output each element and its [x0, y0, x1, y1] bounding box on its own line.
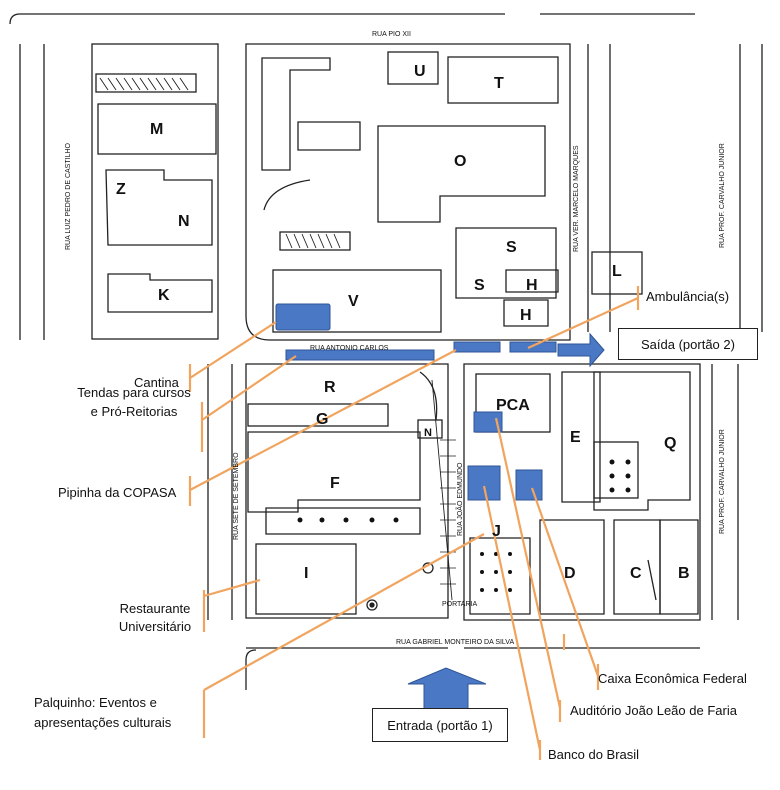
building-d: D: [564, 565, 576, 582]
building-h2: H: [520, 307, 532, 324]
label-cantina: Cantina: [134, 375, 179, 390]
gate-label: PORTARIA: [442, 601, 477, 608]
building-j: J: [492, 523, 501, 540]
street-joao-edmundo: RUA JOÃO EDMUNDO: [455, 462, 464, 536]
building-z: Z: [116, 181, 126, 198]
building-c: C: [630, 565, 642, 582]
label-tendas-line1: Tendas para cursos: [77, 385, 191, 400]
label-entrada: Entrada (portão 1): [372, 708, 508, 742]
building-m: M: [150, 121, 163, 138]
building-n2: N: [424, 427, 432, 439]
marker-banco: [467, 465, 501, 501]
block-south: [245, 363, 449, 619]
arrow-entrance: [407, 667, 487, 711]
building-t: T: [494, 75, 504, 92]
building-l: L: [612, 263, 622, 280]
building-r: R: [324, 379, 336, 396]
building-f: F: [330, 475, 340, 492]
street-carvalho-lower: RUA PROF. CARVALHO JUNIOR: [719, 429, 726, 534]
block-north: [245, 43, 571, 341]
label-pipinha: Pipinha da COPASA: [58, 485, 177, 500]
block-southeast: [463, 363, 701, 621]
label-ambulancia: Ambulância(s): [646, 289, 730, 304]
building-b: B: [678, 565, 690, 582]
label-palquinho-line2: apresentações culturais: [34, 715, 172, 730]
street-antonio-carlos: RUA ANTONIO CARLOS: [310, 345, 389, 352]
street-sete-setembro: RUA SETE DE SETEMBRO: [233, 452, 240, 540]
building-i: I: [304, 565, 308, 582]
label-caixa: Caixa Econômica Federal: [598, 671, 747, 686]
dots: [297, 459, 631, 592]
street-pio-xii: RUA PIO XII: [372, 31, 411, 38]
street-marcelo-marques: RUA VER. MARCELO MARQUES: [573, 145, 580, 252]
label-restaurante-line1: Restaurante: [119, 601, 191, 616]
building-s1: S: [506, 239, 517, 256]
label-saida: Saída (portão 2): [618, 328, 758, 360]
leader-lines: [188, 286, 640, 760]
building-e: E: [570, 429, 581, 446]
building-k: K: [158, 287, 170, 304]
street-gabriel-monteiro: RUA GABRIEL MONTEIRO DA SILVA: [396, 639, 514, 646]
building-g: G: [316, 411, 328, 428]
building-v: V: [348, 293, 359, 310]
arrow-exit: [557, 332, 605, 368]
marker-cantina: [275, 303, 331, 331]
block-west: [91, 43, 219, 340]
building-n: N: [178, 213, 190, 230]
marker-pipinha: [453, 341, 501, 353]
street-carvalho-upper: RUA PROF. CARVALHO JUNIOR: [719, 143, 726, 248]
building-h1: H: [526, 277, 538, 294]
label-palquinho-line1: Palquinho: Eventos e: [34, 695, 157, 710]
street-luiz-pedro: RUA LUIZ PEDRO DE CASTILHO: [65, 142, 72, 250]
label-banco: Banco do Brasil: [548, 747, 640, 762]
building-pca: PCA: [496, 397, 530, 414]
label-tendas-line2: e Pró-Reitorias: [90, 404, 178, 419]
street-edge-left: [19, 44, 45, 340]
marker-pca: [473, 411, 503, 433]
marker-ambulancia: [509, 341, 557, 353]
marker-caixa: [515, 469, 543, 501]
marker-tendas: [285, 349, 435, 361]
building-u: U: [414, 63, 426, 80]
label-auditorio: Auditório João Leão de Faria: [570, 703, 737, 718]
building-q: Q: [664, 435, 676, 452]
label-restaurante-line2: Universitário: [118, 619, 192, 634]
building-s2: S: [474, 277, 485, 294]
building-o: O: [454, 153, 466, 170]
